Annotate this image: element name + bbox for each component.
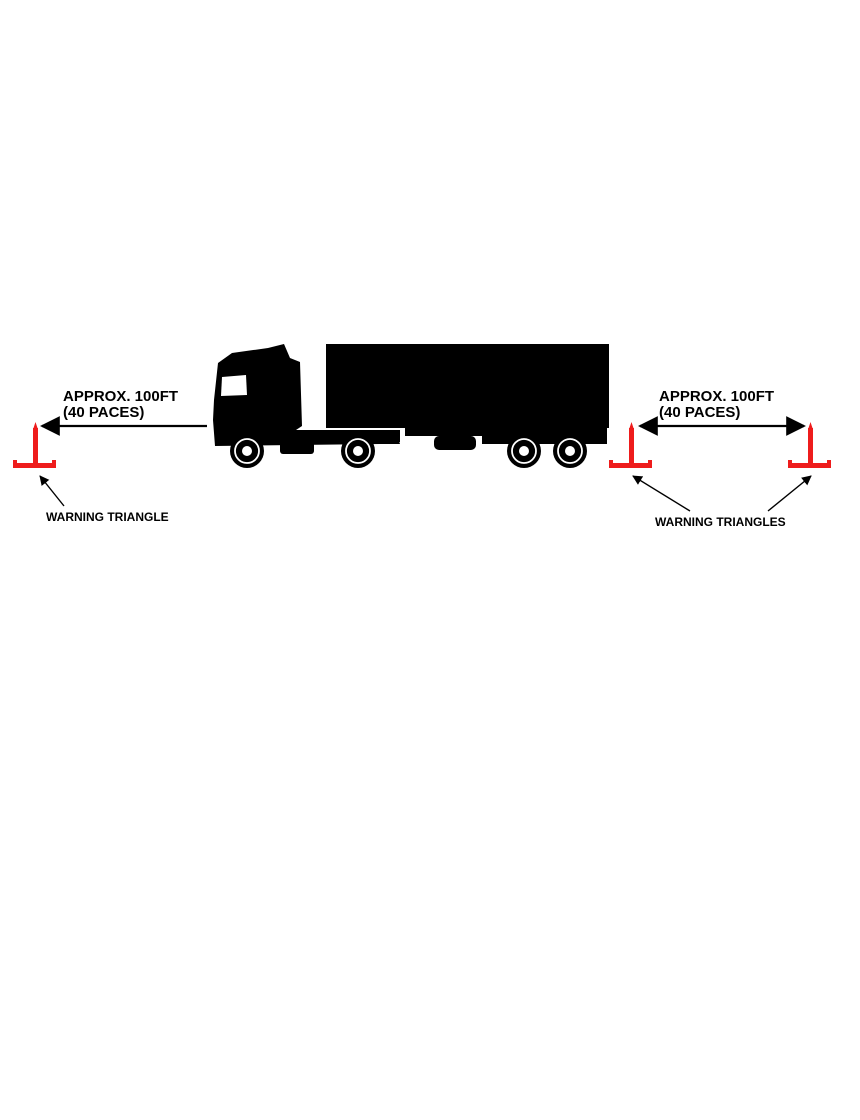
warning-triangle-icon bbox=[13, 422, 831, 468]
wheel-trailer-2 bbox=[553, 434, 587, 468]
distance-label-right-line2: (40 PACES) bbox=[659, 404, 740, 421]
trailer-toolbox bbox=[434, 436, 476, 450]
pointer-arrow-right-near bbox=[632, 475, 691, 512]
distance-label-left-line2: (40 PACES) bbox=[63, 404, 144, 421]
distance-label-left-line1: APPROX. 100FT bbox=[63, 388, 178, 405]
warning-triangle-right-near bbox=[609, 422, 652, 468]
warning-triangle-label-left: WARNING TRIANGLE bbox=[46, 510, 169, 524]
cab-window bbox=[221, 375, 247, 396]
distance-label-right-line1: APPROX. 100FT bbox=[659, 388, 774, 405]
truck-cab bbox=[213, 344, 400, 446]
trailer-rear-skirt bbox=[482, 428, 607, 444]
warning-triangle-left bbox=[13, 422, 56, 468]
wheel-drive bbox=[341, 434, 375, 468]
wheel-trailer-1 bbox=[507, 434, 541, 468]
warning-triangle-label-right: WARNING TRIANGLES bbox=[655, 515, 786, 529]
wheel-front bbox=[230, 434, 264, 468]
truck-silhouette-icon bbox=[213, 344, 609, 468]
pointer-arrow-left bbox=[39, 475, 65, 507]
pointer-arrow-right-far bbox=[767, 475, 812, 512]
trailer-box bbox=[326, 344, 609, 428]
warning-triangle-right-far bbox=[788, 422, 831, 468]
fuel-tank bbox=[280, 440, 314, 454]
